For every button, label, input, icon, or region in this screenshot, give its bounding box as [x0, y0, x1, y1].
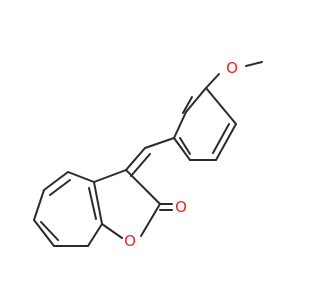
bond-ring-a-double-1 — [182, 96, 193, 114]
bond-o-aryl — [205, 73, 220, 89]
ring-oxygen-label: O — [124, 232, 136, 250]
bond-ring-b-4 — [33, 219, 55, 247]
bond-ring-b-double-3 — [88, 187, 97, 220]
bond-ring-b-7 — [93, 181, 103, 225]
bond-c2-o1 — [140, 203, 161, 237]
bond-c3-c2 — [125, 169, 161, 205]
bond-ring-a-double-2 — [212, 123, 230, 154]
bond-methyl-o — [245, 61, 263, 67]
bond-ring-a-2 — [215, 123, 237, 161]
bond-ring-b-1 — [67, 171, 95, 183]
bond-c3-c3a — [93, 169, 127, 183]
bond-vinyl-c3-double — [130, 153, 151, 177]
bond-ring-a-5 — [173, 111, 187, 139]
bond-o1-c7a — [101, 223, 123, 239]
carbonyl-oxygen-label: O — [175, 198, 187, 216]
bond-ring-b-double-2 — [40, 221, 59, 241]
molecule-structure-diagram: O O O — [33, 59, 263, 250]
bond-ring-a-double-3 — [179, 137, 191, 155]
bond-ring-a-4 — [173, 137, 191, 161]
bond-ring-a-6 — [185, 87, 207, 113]
bond-vinyl-c3 — [125, 147, 146, 171]
bond-ring-b-double-1 — [49, 179, 71, 196]
bond-ring-b-3 — [33, 189, 45, 221]
bond-ring-b-2 — [43, 171, 69, 191]
bond-vinyl-aryl — [144, 137, 175, 149]
bond-ring-a-1 — [205, 87, 237, 125]
bond-ring-b-6 — [87, 223, 103, 247]
methoxy-oxygen-label: O — [226, 59, 238, 77]
